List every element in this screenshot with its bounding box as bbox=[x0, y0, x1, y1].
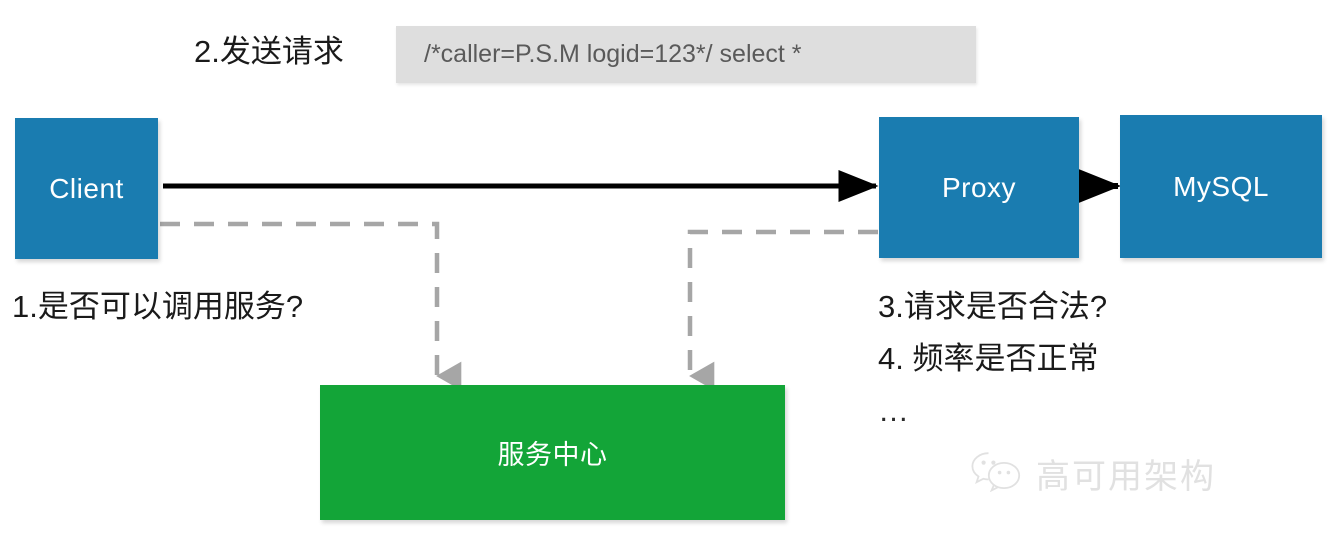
node-service-center-label: 服务中心 bbox=[497, 440, 608, 470]
sql-statement-chip: /*caller=P.S.M logid=123*/ select * bbox=[396, 26, 976, 83]
node-proxy-label: Proxy bbox=[941, 171, 1017, 203]
node-client-label: Client bbox=[49, 172, 124, 204]
node-mysql: MySQL bbox=[1120, 115, 1322, 258]
node-service-center: 服务中心 bbox=[320, 385, 785, 520]
node-mysql-label: MySQL bbox=[1173, 170, 1269, 202]
watermark-text: 高可用架构 bbox=[1036, 458, 1216, 496]
node-client: Client bbox=[15, 118, 158, 259]
watermark: 高可用架构 bbox=[968, 449, 1216, 498]
step-3-label: 3.请求是否合法? bbox=[878, 289, 1108, 324]
step-4-label: 4. 频率是否正常 bbox=[878, 341, 1099, 376]
wechat-logo-icon bbox=[968, 450, 1024, 497]
step-1-label: 1.是否可以调用服务? bbox=[12, 289, 304, 324]
step-ellipsis-label: … bbox=[878, 393, 909, 428]
step-2-label: 2.发送请求 bbox=[194, 34, 344, 69]
node-proxy: Proxy bbox=[879, 117, 1079, 258]
edge-proxy-to-service-center bbox=[687, 229, 878, 391]
